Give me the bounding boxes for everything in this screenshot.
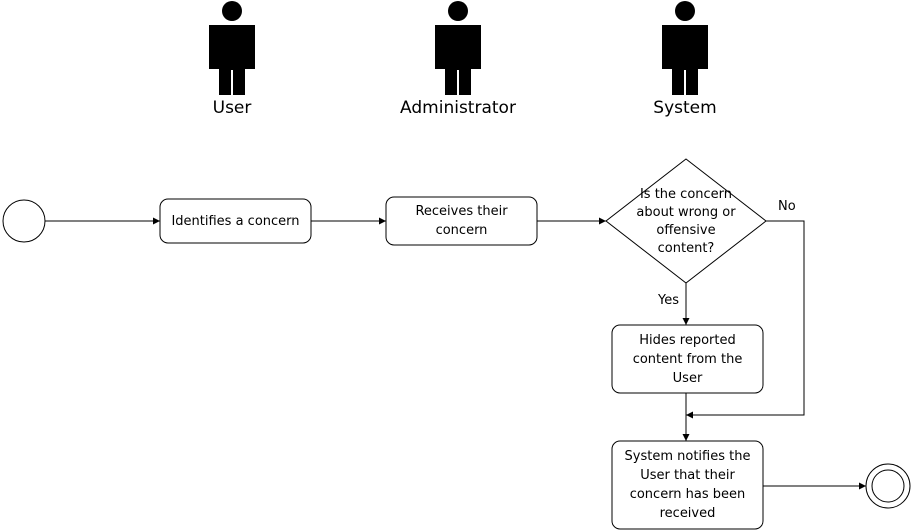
actor-label-user: User [212,98,252,118]
actor-label-administrator: Administrator [400,98,516,118]
edge-label-yes: Yes [658,293,679,308]
system-actor-icon [662,1,708,95]
actor-label-system: System [653,98,717,118]
hide-box [611,324,764,394]
administrator-actor-icon [435,1,481,95]
end-node [865,463,911,509]
user-actor-icon [209,1,255,95]
identify-label: Identifies a concern [171,213,300,229]
receive-label: Receives their concern [415,204,508,238]
edge-label-no: No [778,199,796,214]
start-node [2,199,46,243]
notify-label: System notifies the User that their conc… [624,449,751,521]
decision-label: Is the concern about wrong or offensive … [636,187,736,256]
notify-box [611,440,764,530]
edge-decision-no [686,220,805,419]
hide-label: Hides reported content from the User [632,332,743,386]
